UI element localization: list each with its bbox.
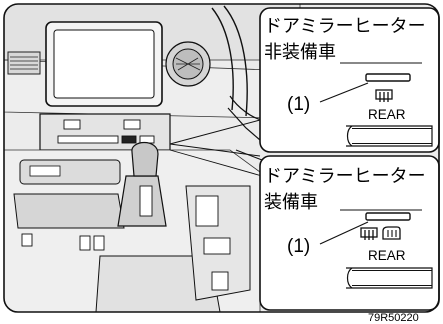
callout-1-leader-line xyxy=(319,82,369,103)
callout-2-title-line2: 装備車 xyxy=(264,192,318,213)
shift-lever xyxy=(117,141,167,227)
callout-panel-equipped: ドアミラーヒーター 装備車 (1) REAR xyxy=(259,155,440,311)
outer-frame xyxy=(3,3,440,313)
callout-1-rear-text: REAR xyxy=(368,107,406,122)
lower-compartment xyxy=(13,193,125,229)
callout-1-pointer-line xyxy=(169,119,261,145)
callout-1-title-line1: ドアミラーヒーター xyxy=(264,16,426,37)
rear-defroster-icon xyxy=(360,227,378,240)
lower-switches xyxy=(21,233,105,251)
rear-defroster-icon xyxy=(375,89,393,102)
storage-tray xyxy=(19,159,121,185)
callout-panel-non-equipped: ドアミラーヒーター 非装備車 (1) REAR xyxy=(259,7,440,153)
figure-code: 79R50220 xyxy=(368,312,419,324)
callout-2-indicator-lamp xyxy=(365,212,411,221)
callout-1-item-number: (1) xyxy=(287,94,310,115)
callout-1-switch-button xyxy=(346,125,433,147)
callout-1-indicator-lamp xyxy=(365,73,411,82)
navigation-display xyxy=(45,21,163,107)
callout-2-leader-line xyxy=(319,221,369,245)
callout-2-switch-button xyxy=(346,267,433,289)
callout-2-item-number: (1) xyxy=(287,236,310,257)
callout-2-rear-text: REAR xyxy=(368,248,406,263)
center-air-vent xyxy=(165,41,211,87)
callout-2-title-line1: ドアミラーヒーター xyxy=(264,166,426,187)
callout-1-title-line2: 非装備車 xyxy=(264,42,336,63)
callout-2-pointer-line xyxy=(169,143,261,157)
mirror-heater-icon xyxy=(382,226,401,240)
left-air-vent xyxy=(7,51,41,75)
